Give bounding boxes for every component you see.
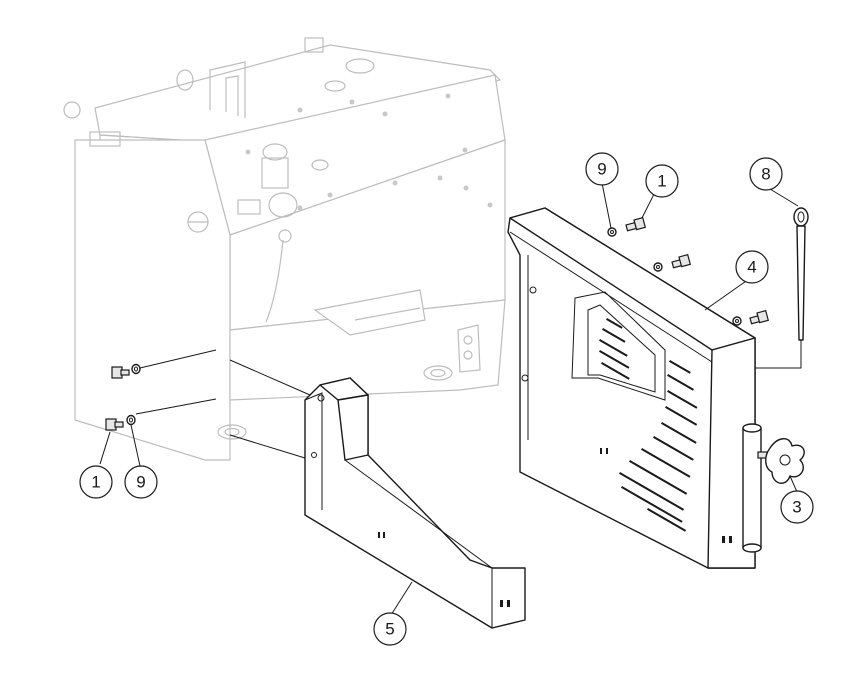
svg-text:9: 9: [136, 473, 145, 492]
dipstick-rod-part: [755, 188, 809, 369]
left-fastener-lower: [99, 398, 217, 467]
svg-text:4: 4: [747, 258, 756, 277]
svg-text:3: 3: [792, 498, 801, 517]
panel-fastener-mid: [653, 253, 692, 272]
machine-body-ghost: [63, 37, 506, 461]
knob-sleeve-part: [742, 423, 805, 553]
callout-5: 5: [373, 612, 407, 646]
callout-4: 4: [735, 250, 769, 284]
panel-fastener-top: [601, 182, 656, 237]
callout-9-top: 9: [585, 152, 619, 186]
svg-text:1: 1: [657, 172, 666, 191]
callout-9-left: 9: [124, 465, 158, 499]
svg-text:9: 9: [597, 160, 606, 179]
leader-5: [390, 581, 413, 616]
callout-1-top: 1: [645, 164, 679, 198]
callout-1-left: 1: [79, 465, 113, 499]
panel-fastener-right: [704, 278, 770, 326]
svg-text:1: 1: [91, 473, 100, 492]
stand-leg-part: [229, 359, 526, 629]
callout-8: 8: [749, 157, 783, 191]
callout-3: 3: [780, 490, 814, 524]
left-fastener-upper: [111, 349, 217, 379]
side-panel-part: [507, 207, 756, 569]
svg-text:8: 8: [761, 165, 770, 184]
svg-text:5: 5: [385, 620, 394, 639]
